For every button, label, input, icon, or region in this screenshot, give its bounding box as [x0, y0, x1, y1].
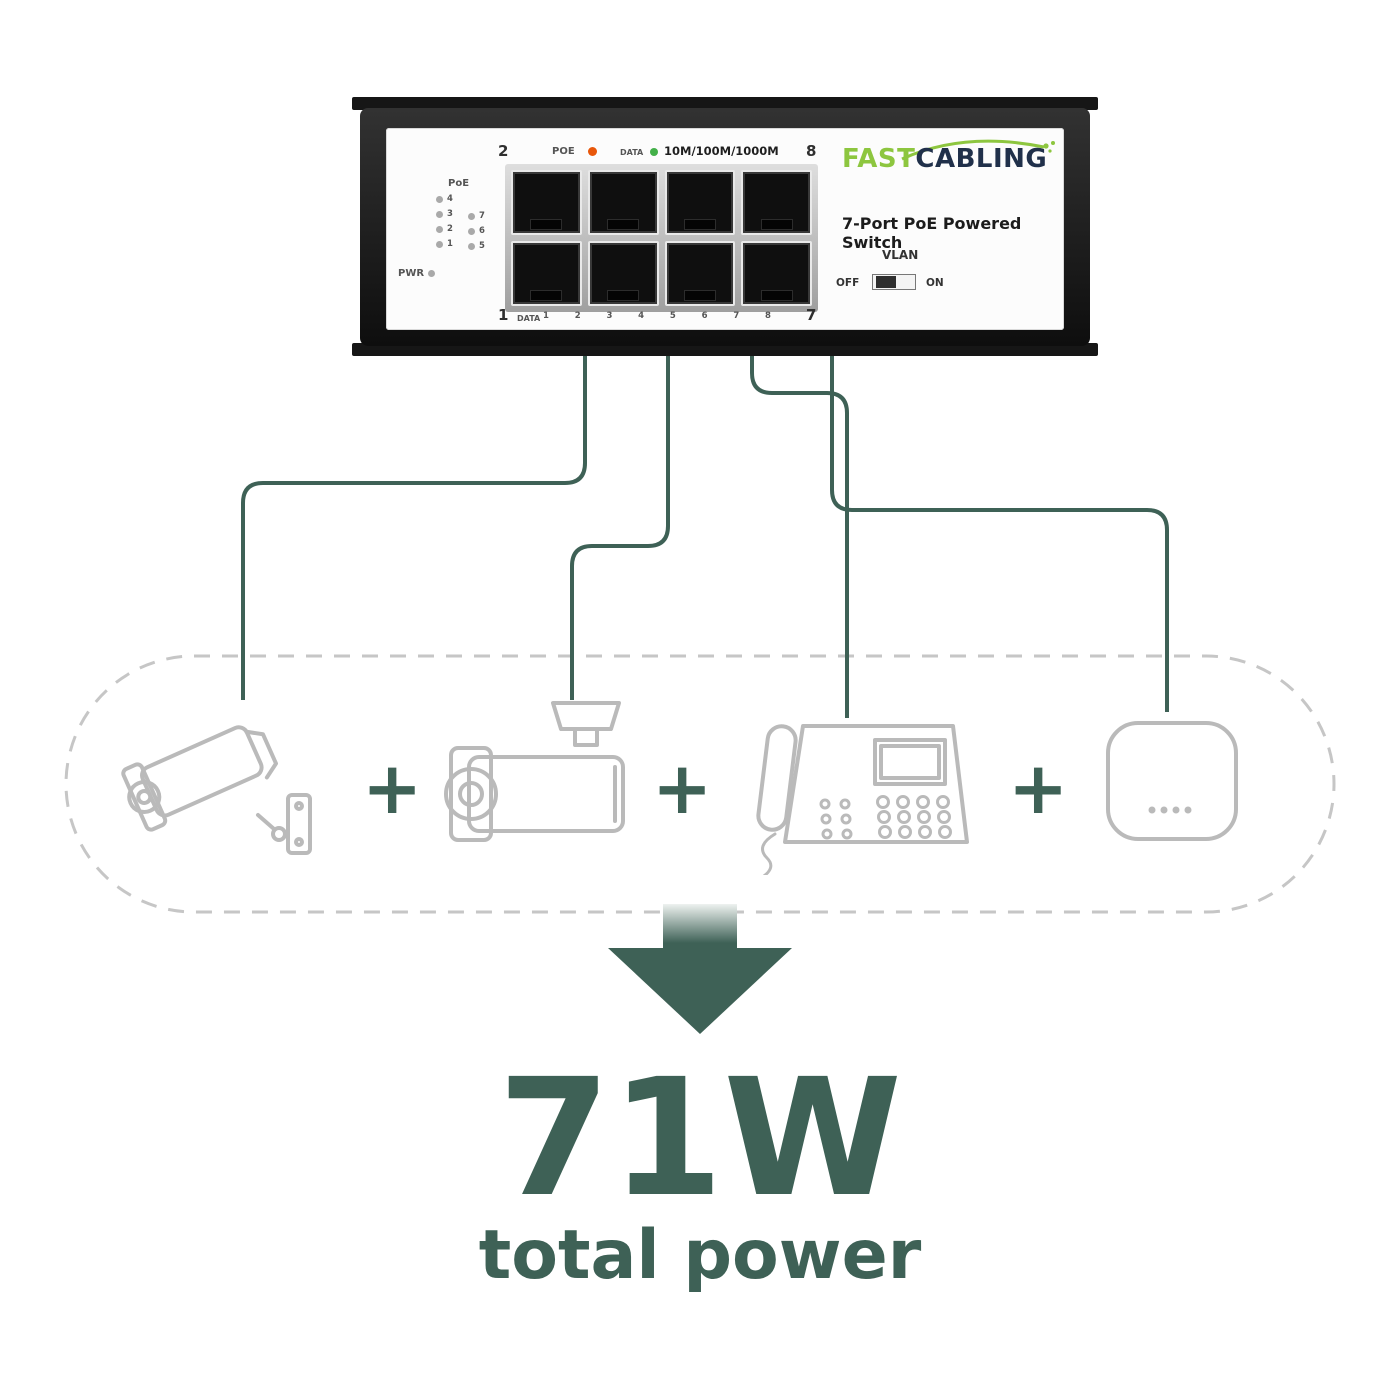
wall-mount-plate — [286, 793, 312, 855]
port-number-label: 8 — [765, 311, 771, 321]
plus-sign: + — [362, 746, 423, 830]
poe-switch-faceplate: 2 POE DATA 10M/100M/1000M 8 PoE 4 3 2 1 … — [386, 128, 1064, 330]
connection-line-4 — [830, 352, 1169, 712]
data-bottom-label: DATA — [517, 314, 541, 323]
pwr-indicator: PWR — [398, 268, 436, 279]
bullet-camera-icon — [444, 701, 625, 842]
logo-swoosh-icon — [901, 139, 1055, 161]
phone-handset — [756, 724, 798, 832]
connection-line-3 — [750, 352, 849, 718]
port-bottom-left-label: 1 — [498, 306, 509, 324]
led-number: 3 — [447, 209, 453, 219]
led-number: 4 — [447, 194, 453, 204]
poe-panel-label: PoE — [448, 178, 470, 189]
ip-phone-icon — [756, 724, 969, 875]
down-arrow — [608, 904, 792, 1034]
rj45-port — [741, 170, 812, 235]
port-number-label: 3 — [606, 311, 613, 321]
vlan-toggle-knob — [876, 276, 896, 288]
rj45-port — [511, 170, 582, 235]
rj45-port — [741, 241, 812, 306]
vlan-on-label: ON — [926, 277, 944, 289]
led-number: 7 — [479, 211, 485, 221]
port-number-label: 6 — [701, 311, 708, 321]
camera-lens — [444, 767, 498, 821]
bullet-camera-icon — [121, 725, 312, 855]
plus-sign: + — [652, 746, 713, 830]
plus-sign: + — [1008, 746, 1069, 830]
port-top-left-label: 2 — [498, 142, 509, 160]
status-led-icon — [436, 240, 443, 248]
camera-lens — [127, 780, 162, 815]
total-power-value: 71W — [497, 1045, 903, 1233]
poe-led-column-left: 4 3 2 1 — [436, 194, 453, 249]
rj45-port — [587, 170, 659, 235]
fastcabling-logo: FASTCABLING — [842, 139, 1057, 184]
port-number-label: 5 — [669, 311, 676, 321]
vlan-off-label: OFF — [836, 277, 860, 289]
phone-cord — [761, 832, 777, 875]
led-number: 5 — [479, 241, 485, 251]
vlan-label: VLAN — [882, 248, 919, 262]
phone-body — [783, 724, 969, 844]
brand-fast: FAST — [842, 144, 916, 174]
poe-led-column-right: 7 6 5 — [468, 211, 485, 251]
poe-led-icon — [588, 147, 597, 156]
rj45-port — [511, 241, 582, 306]
brand-text: FASTCABLING — [842, 144, 1047, 174]
access-point-icon — [1106, 721, 1238, 841]
led-number: 2 — [447, 224, 453, 234]
phone-screen — [873, 738, 947, 786]
port-number-row: 1 2 3 4 5 6 7 8 — [543, 311, 771, 321]
status-led-icon — [436, 225, 443, 233]
pwr-led-icon — [428, 270, 436, 277]
status-led-icon — [436, 210, 443, 218]
status-led-icon — [468, 227, 475, 235]
connection-line-1 — [241, 352, 587, 700]
speed-label: 10M/100M/1000M — [664, 144, 779, 158]
brand-cabling: CABLING — [915, 144, 1048, 174]
status-led-icon — [468, 212, 475, 220]
total-power-caption: total power — [478, 1216, 922, 1295]
led-number: 1 — [447, 239, 453, 249]
port-bottom-right-label: 7 — [806, 306, 817, 324]
switch-top-rail — [352, 97, 1098, 110]
camera-top-mount — [551, 701, 621, 731]
rj45-port — [587, 241, 659, 306]
led-number: 6 — [479, 226, 485, 236]
port-number-label: 7 — [733, 311, 740, 321]
data-legend-label: DATA — [620, 148, 644, 157]
status-led-icon — [436, 195, 443, 203]
data-led-icon — [650, 148, 658, 156]
rj45-port — [664, 241, 736, 306]
status-led-icon — [468, 242, 475, 250]
product-name: 7-Port PoE Powered Switch — [842, 214, 1022, 252]
port-number-label: 1 — [543, 311, 549, 321]
port-number-label: 2 — [574, 311, 581, 321]
connection-line-2 — [570, 352, 670, 700]
rj45-port-block — [505, 164, 818, 312]
port-number-label: 4 — [638, 311, 645, 321]
port-top-right-label: 8 — [806, 142, 817, 160]
poe-legend-label: POE — [552, 146, 575, 157]
rj45-port — [664, 170, 736, 235]
switch-bottom-rail — [352, 343, 1098, 356]
pwr-label: PWR — [398, 268, 425, 279]
vlan-toggle-switch — [872, 274, 916, 290]
